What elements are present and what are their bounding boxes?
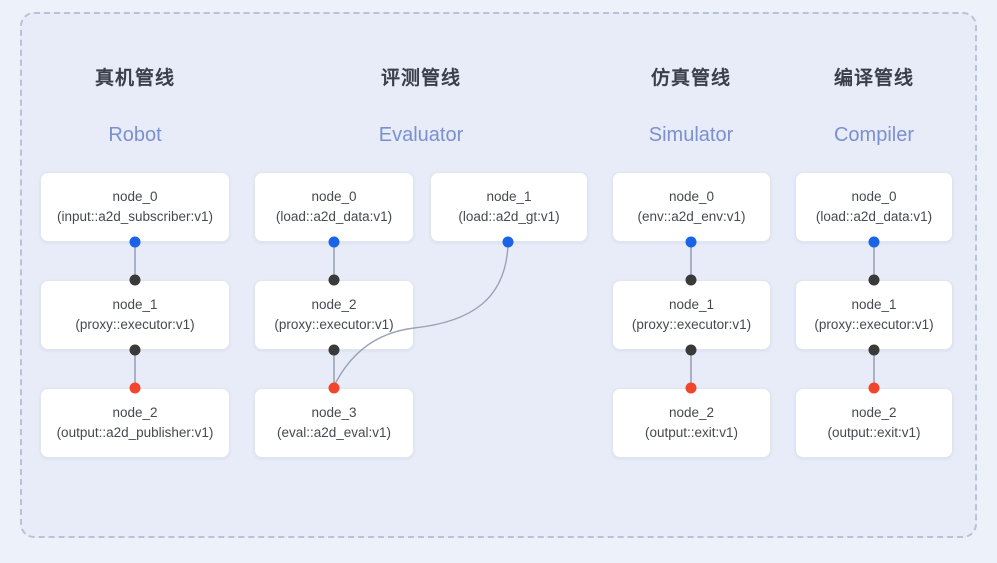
node-id: node_1 [851,297,897,312]
node-evaluator-node_1[interactable]: node_1 (load::a2d_gt:v1) [430,172,588,242]
port-input-red-compiler-node_2[interactable] [868,382,880,394]
node-id: node_1 [486,189,532,204]
port-input-red-robot-node_2[interactable] [129,382,141,394]
column-title-cn-robot: 真机管线 [94,68,175,89]
node-id: node_0 [112,189,158,204]
column-title-en-evaluator: Evaluator [378,124,464,146]
node-id: node_3 [311,405,357,420]
node-id: node_1 [668,297,715,312]
node-type: (output::exit:v1) [644,425,739,440]
port-input-red-evaluator-node_3[interactable] [328,382,340,394]
node-id: node_2 [851,405,897,420]
node-type: (eval::a2d_eval:v1) [276,425,392,440]
node-type: (output::exit:v1) [827,425,921,440]
port-input-black-robot-node_1[interactable] [129,274,141,286]
node-type: (output::a2d_publisher:v1) [56,425,214,440]
node-simulator-node_1[interactable]: node_1 (proxy::executor:v1) [612,280,771,350]
node-compiler-node_1[interactable]: node_1 (proxy::executor:v1) [795,280,953,350]
node-id: node_0 [311,189,357,204]
column-title-cn-simulator: 仿真管线 [650,68,731,89]
pipeline-panel [20,12,977,538]
node-type: (load::a2d_data:v1) [815,209,933,224]
column-title-en-compiler: Compiler [833,124,915,146]
node-id: node_2 [112,405,158,420]
node-id: node_0 [668,189,715,204]
node-type: (proxy::executor:v1) [814,317,934,332]
node-id: node_0 [851,189,897,204]
port-output-blue-evaluator-node_1[interactable] [502,236,514,248]
port-output-blue-evaluator-node_0[interactable] [328,236,340,248]
node-evaluator-node_2[interactable]: node_2 (proxy::executor:v1) [254,280,414,350]
node-id: node_1 [112,297,158,312]
column-title-cn-evaluator: 评测管线 [380,68,461,89]
port-input-black-evaluator-node_2[interactable] [328,274,340,286]
port-output-blue-compiler-node_0[interactable] [868,236,880,248]
port-output-black-compiler-node_1[interactable] [868,344,880,356]
node-robot-node_0[interactable]: node_0 (input::a2d_subscriber:v1) [40,172,230,242]
node-type: (input::a2d_subscriber:v1) [56,209,214,224]
node-compiler-node_0[interactable]: node_0 (load::a2d_data:v1) [795,172,953,242]
column-title-en-simulator: Simulator [648,124,734,146]
port-output-black-evaluator-node_2[interactable] [328,344,340,356]
port-input-black-simulator-node_1[interactable] [685,274,697,286]
column-title-cn-compiler: 编译管线 [833,68,914,89]
node-compiler-node_2[interactable]: node_2 (output::exit:v1) [795,388,953,458]
node-type: (proxy::executor:v1) [631,317,752,332]
node-type: (load::a2d_gt:v1) [458,209,560,224]
node-type: (load::a2d_data:v1) [275,209,393,224]
node-evaluator-node_3[interactable]: node_3 (eval::a2d_eval:v1) [254,388,414,458]
node-id: node_2 [311,297,357,312]
node-type: (proxy::executor:v1) [75,317,195,332]
port-input-black-compiler-node_1[interactable] [868,274,880,286]
port-output-black-robot-node_1[interactable] [129,344,141,356]
node-id: node_2 [668,405,715,420]
node-type: (proxy::executor:v1) [274,317,394,332]
port-output-black-simulator-node_1[interactable] [685,344,697,356]
port-input-red-simulator-node_2[interactable] [685,382,697,394]
node-simulator-node_0[interactable]: node_0 (env::a2d_env:v1) [612,172,771,242]
node-type: (env::a2d_env:v1) [637,209,746,224]
port-output-blue-simulator-node_0[interactable] [685,236,697,248]
node-robot-node_2[interactable]: node_2 (output::a2d_publisher:v1) [40,388,230,458]
column-title-en-robot: Robot [108,124,162,146]
node-robot-node_1[interactable]: node_1 (proxy::executor:v1) [40,280,230,350]
node-evaluator-node_0[interactable]: node_0 (load::a2d_data:v1) [254,172,414,242]
port-output-blue-robot-node_0[interactable] [129,236,141,248]
node-simulator-node_2[interactable]: node_2 (output::exit:v1) [612,388,771,458]
